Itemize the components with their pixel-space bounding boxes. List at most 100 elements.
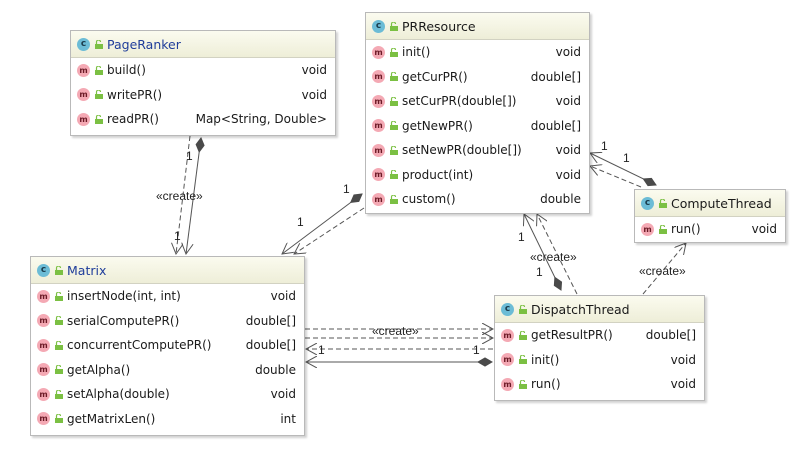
label-create: «create» bbox=[372, 324, 419, 338]
method-row[interactable]: m concurrentComputePR() double[] bbox=[31, 333, 304, 358]
method-row[interactable]: m getAlpha() double bbox=[31, 358, 304, 383]
dependency-prresource-matrix bbox=[294, 207, 365, 254]
method-row[interactable]: m init() void bbox=[366, 40, 589, 65]
label-multiplicity: 1 bbox=[536, 265, 543, 279]
label-multiplicity: 1 bbox=[174, 229, 181, 243]
class-header: c DispatchThread bbox=[495, 296, 704, 323]
method-signature: run() bbox=[531, 377, 561, 392]
method-row[interactable]: m getResultPR() double[] bbox=[495, 323, 704, 348]
method-icon: m bbox=[37, 314, 50, 328]
method-row[interactable]: m writePR() void bbox=[71, 83, 335, 108]
method-signature: custom() bbox=[402, 192, 456, 207]
public-lock-icon bbox=[390, 145, 398, 155]
label-multiplicity: 1 bbox=[186, 149, 193, 163]
class-computethread[interactable]: c ComputeThread m run() void bbox=[634, 189, 786, 243]
method-row[interactable]: m insertNode(int, int) void bbox=[31, 284, 304, 309]
public-lock-icon bbox=[390, 194, 398, 204]
composition-computethread-prresource bbox=[590, 153, 656, 185]
method-return-type: void bbox=[301, 63, 327, 78]
method-return-type: double bbox=[540, 192, 581, 207]
method-row[interactable]: m init() void bbox=[495, 348, 704, 373]
method-signature: setAlpha(double) bbox=[67, 387, 170, 402]
method-row[interactable]: m setAlpha(double) void bbox=[31, 382, 304, 407]
method-icon: m bbox=[501, 353, 514, 367]
public-lock-icon bbox=[390, 170, 398, 180]
method-return-type: void bbox=[555, 143, 581, 158]
method-signature: getNewPR() bbox=[402, 118, 473, 133]
method-signature: writePR() bbox=[107, 87, 163, 102]
method-return-type: double[] bbox=[245, 313, 296, 328]
method-return-type: void bbox=[555, 167, 581, 182]
class-icon: c bbox=[372, 19, 385, 33]
public-lock-icon bbox=[55, 291, 63, 301]
class-name: PageRanker bbox=[107, 36, 181, 52]
method-icon: m bbox=[372, 94, 385, 108]
public-lock-icon bbox=[95, 39, 103, 49]
label-multiplicity: 1 bbox=[518, 230, 525, 244]
method-row[interactable]: m run() void bbox=[495, 372, 704, 397]
label-create: «create» bbox=[156, 189, 203, 203]
method-signature: run() bbox=[671, 222, 701, 237]
method-signature: getCurPR() bbox=[402, 69, 468, 84]
dependency-dispatch-computethread bbox=[642, 243, 686, 295]
class-header: c ComputeThread bbox=[635, 190, 785, 217]
class-name: PRResource bbox=[402, 18, 476, 34]
method-signature: insertNode(int, int) bbox=[67, 289, 181, 304]
method-icon: m bbox=[37, 387, 50, 401]
method-icon: m bbox=[77, 63, 90, 77]
public-lock-icon bbox=[519, 330, 527, 340]
method-row[interactable]: m getNewPR() double[] bbox=[366, 114, 589, 139]
class-header: c Matrix bbox=[31, 257, 304, 284]
public-lock-icon bbox=[390, 121, 398, 131]
class-prresource[interactable]: c PRResource m init() void m getCurPR() … bbox=[365, 12, 590, 214]
method-row[interactable]: m getMatrixLen() int bbox=[31, 407, 304, 432]
method-return-type: void bbox=[751, 222, 777, 237]
method-signature: init() bbox=[402, 45, 431, 60]
public-lock-icon bbox=[55, 414, 63, 424]
label-multiplicity: 1 bbox=[343, 182, 350, 196]
class-dispatchthread[interactable]: c DispatchThread m getResultPR() double[… bbox=[494, 295, 705, 401]
composition-prresource-matrix bbox=[282, 194, 362, 254]
label-multiplicity: 1 bbox=[623, 151, 630, 165]
method-signature: build() bbox=[107, 63, 146, 78]
public-lock-icon bbox=[659, 198, 667, 208]
class-name: DispatchThread bbox=[531, 301, 630, 317]
method-icon: m bbox=[37, 363, 50, 377]
method-row[interactable]: m build() void bbox=[71, 58, 335, 83]
method-row[interactable]: m run() void bbox=[635, 217, 785, 242]
public-lock-icon bbox=[95, 65, 103, 75]
method-icon: m bbox=[641, 222, 654, 236]
method-signature: serialComputePR() bbox=[67, 313, 180, 328]
class-name: ComputeThread bbox=[671, 195, 772, 211]
public-lock-icon bbox=[659, 224, 667, 234]
method-icon: m bbox=[501, 328, 514, 342]
class-pageranker[interactable]: c PageRanker m build() void m writePR() … bbox=[70, 30, 336, 136]
method-row[interactable]: m setCurPR(double[]) void bbox=[366, 89, 589, 114]
method-icon: m bbox=[77, 88, 90, 102]
label-create: «create» bbox=[530, 250, 577, 264]
method-return-type: void bbox=[270, 387, 296, 402]
public-lock-icon bbox=[55, 316, 63, 326]
public-lock-icon bbox=[519, 304, 527, 314]
method-signature: init() bbox=[531, 352, 560, 367]
method-return-type: double[] bbox=[530, 69, 581, 84]
composition-pageranker-matrix bbox=[186, 138, 201, 254]
class-header: c PageRanker bbox=[71, 31, 335, 58]
method-row[interactable]: m serialComputePR() double[] bbox=[31, 309, 304, 334]
public-lock-icon bbox=[390, 96, 398, 106]
public-lock-icon bbox=[95, 90, 103, 100]
public-lock-icon bbox=[55, 265, 63, 275]
class-icon: c bbox=[501, 302, 514, 316]
public-lock-icon bbox=[390, 47, 398, 57]
method-row[interactable]: m product(int) void bbox=[366, 163, 589, 188]
method-return-type: void bbox=[670, 377, 696, 392]
method-icon: m bbox=[372, 192, 385, 206]
method-return-type: void bbox=[270, 289, 296, 304]
method-row[interactable]: m getCurPR() double[] bbox=[366, 65, 589, 90]
method-row[interactable]: m readPR() Map<String, Double> bbox=[71, 107, 335, 132]
method-signature: getMatrixLen() bbox=[67, 411, 156, 426]
method-return-type: double bbox=[255, 362, 296, 377]
method-row[interactable]: m custom() double bbox=[366, 187, 589, 212]
class-matrix[interactable]: c Matrix m insertNode(int, int) void m s… bbox=[30, 256, 305, 436]
method-row[interactable]: m setNewPR(double[]) void bbox=[366, 138, 589, 163]
